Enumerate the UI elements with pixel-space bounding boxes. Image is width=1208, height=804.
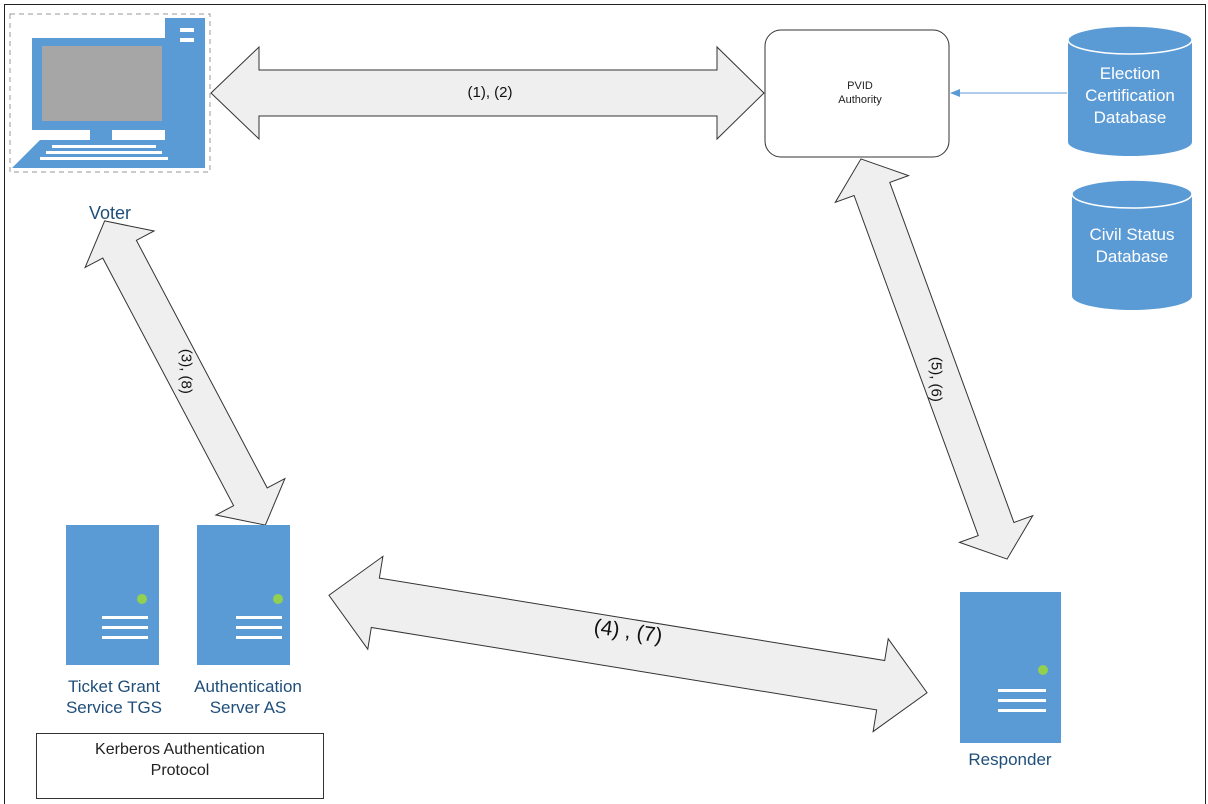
- kerberos-label-line1: Kerberos Authentication: [95, 741, 265, 758]
- pvid-responder-arrow: [834, 158, 1034, 560]
- pvid-authority-box: [764, 29, 950, 158]
- voter-label: Voter: [88, 203, 132, 223]
- kerberos-protocol-box: Kerberos Authentication Protocol: [36, 733, 324, 799]
- as-label: Authentication Server AS: [194, 677, 302, 718]
- voter-pvid-arrow-label: (1), (2): [467, 84, 513, 101]
- responder-server-icon: [960, 592, 1061, 743]
- civil-status-database-label: Civil Status Database: [1089, 225, 1175, 267]
- pvid-authority-label: PVID Authority: [838, 80, 882, 106]
- election-to-pvid-arrow: [950, 89, 1067, 97]
- diagram-frame: [4, 4, 1206, 804]
- tgs-label: Ticket Grant Service TGS: [65, 677, 163, 718]
- civil-status-database-icon: [1071, 179, 1193, 310]
- voter-computer-icon: [9, 13, 211, 173]
- responder-label: Responder: [968, 750, 1052, 769]
- voter-as-arrow-label: (3), (8): [177, 348, 195, 394]
- voter-pvid-arrow: [210, 45, 765, 141]
- kerberos-label-line2: Protocol: [150, 761, 210, 779]
- election-database-label: Election Certification Database: [1085, 64, 1175, 128]
- pvid-responder-arrow-label: (5), (6): [927, 356, 945, 402]
- as-responder-arrow: [328, 555, 928, 733]
- election-database-icon: [1067, 25, 1193, 156]
- tgs-server-icon: [66, 525, 159, 665]
- as-server-icon: [197, 525, 290, 665]
